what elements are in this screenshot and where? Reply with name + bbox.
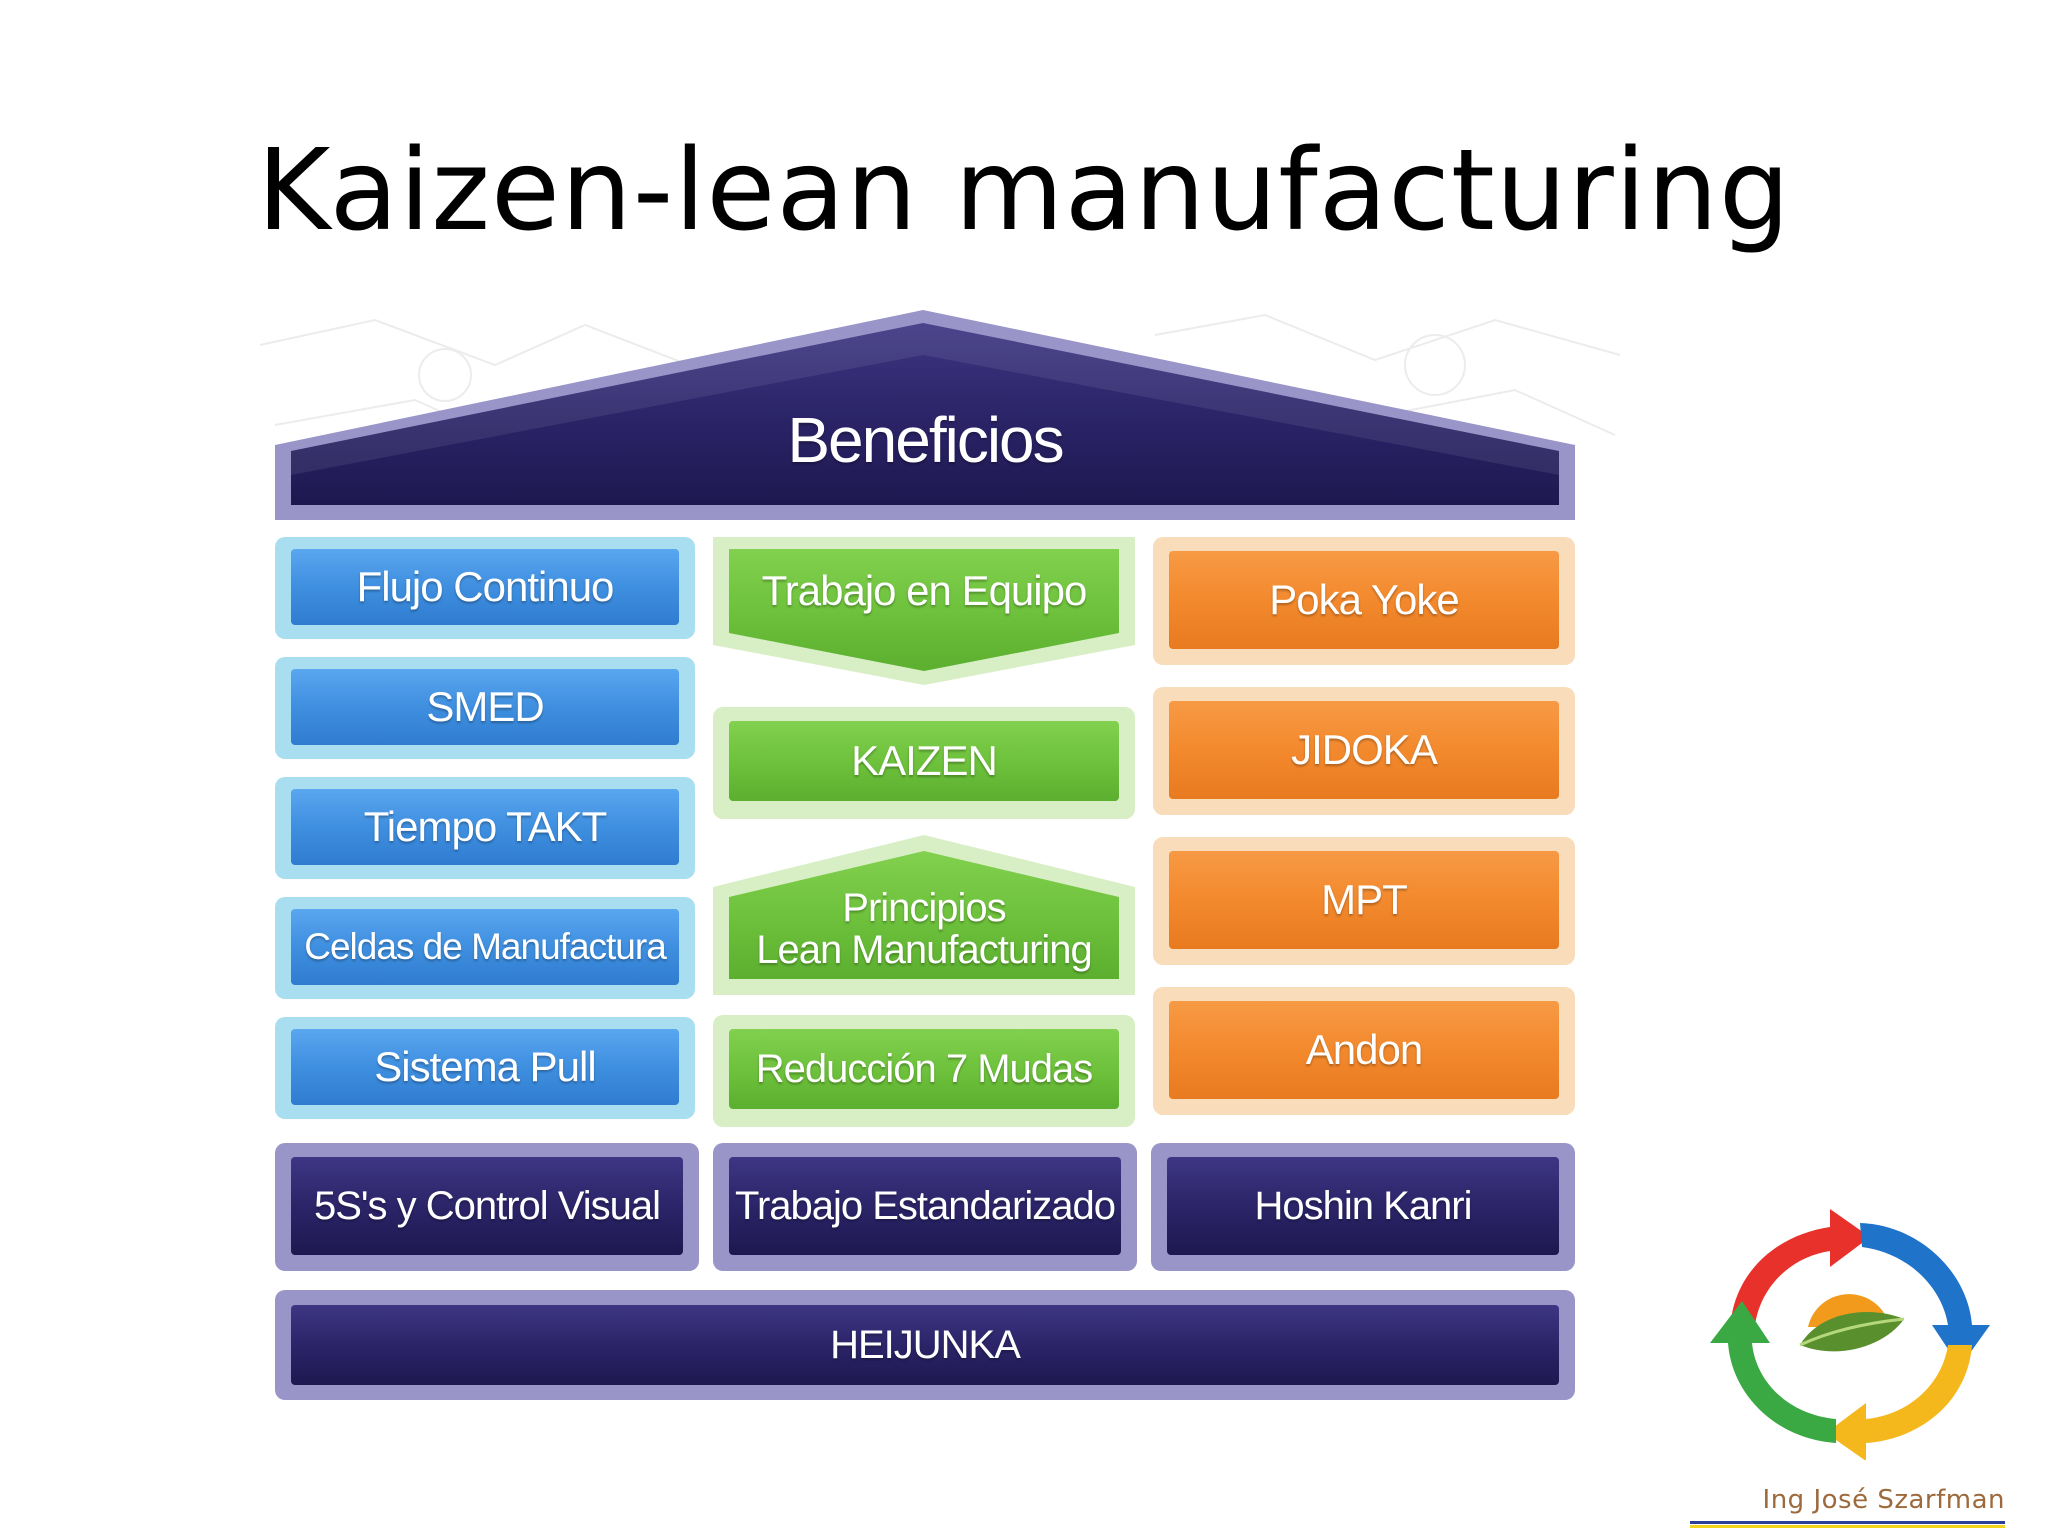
base-label-hoshin-kanri: Hoshin Kanri xyxy=(1254,1183,1472,1228)
base-label-5s: 5S's y Control Visual xyxy=(313,1183,661,1228)
base-row-shapes xyxy=(275,1143,1575,1271)
circular-arrows-leaf-logo-icon xyxy=(1710,1209,1990,1460)
left-label-celdas: Celdas de Manufactura xyxy=(304,926,667,967)
right-column-shapes xyxy=(1153,537,1575,1115)
center-label-reduccion: Reducción 7 Mudas xyxy=(755,1046,1094,1091)
right-label-andon: Andon xyxy=(1305,1026,1423,1073)
left-column-shapes xyxy=(275,537,695,1119)
center-label-kaizen: KAIZEN xyxy=(851,737,998,784)
left-label-smed: SMED xyxy=(426,683,544,730)
author-credit: Ing José Szarfman xyxy=(1762,1485,2005,1515)
foundation-label: HEIJUNKA xyxy=(830,1322,1021,1367)
lean-house-diagram: Beneficios Flujo Continuo SMED Tiempo TA… xyxy=(255,305,1625,1420)
author-underline-blue xyxy=(1690,1521,2005,1524)
right-label-jidoka: JIDOKA xyxy=(1291,726,1438,773)
author-underline-yellow xyxy=(1690,1525,2005,1528)
right-label-mpt: MPT xyxy=(1321,876,1408,923)
foundation-shape xyxy=(275,1290,1575,1400)
roof-shape xyxy=(275,310,1575,520)
center-label-principios: Principios Lean Manufacturing xyxy=(756,886,1093,972)
lean-house-shapes xyxy=(259,310,1621,1400)
base-label-trabajo-estandarizado: Trabajo Estandarizado xyxy=(735,1183,1116,1228)
right-label-poka-yoke: Poka Yoke xyxy=(1269,576,1460,623)
left-label-flujo-continuo: Flujo Continuo xyxy=(356,563,615,610)
background-sketch xyxy=(259,313,1621,446)
slide-title: Kaizen-lean manufacturing xyxy=(256,126,1792,256)
center-column-shapes xyxy=(713,537,1135,1127)
center-label-trabajo-equipo: Trabajo en Equipo xyxy=(761,567,1088,614)
left-label-tiempo-takt: Tiempo TAKT xyxy=(363,803,608,850)
left-label-sistema-pull: Sistema Pull xyxy=(374,1043,596,1090)
roof-label: Beneficios xyxy=(787,404,1064,476)
